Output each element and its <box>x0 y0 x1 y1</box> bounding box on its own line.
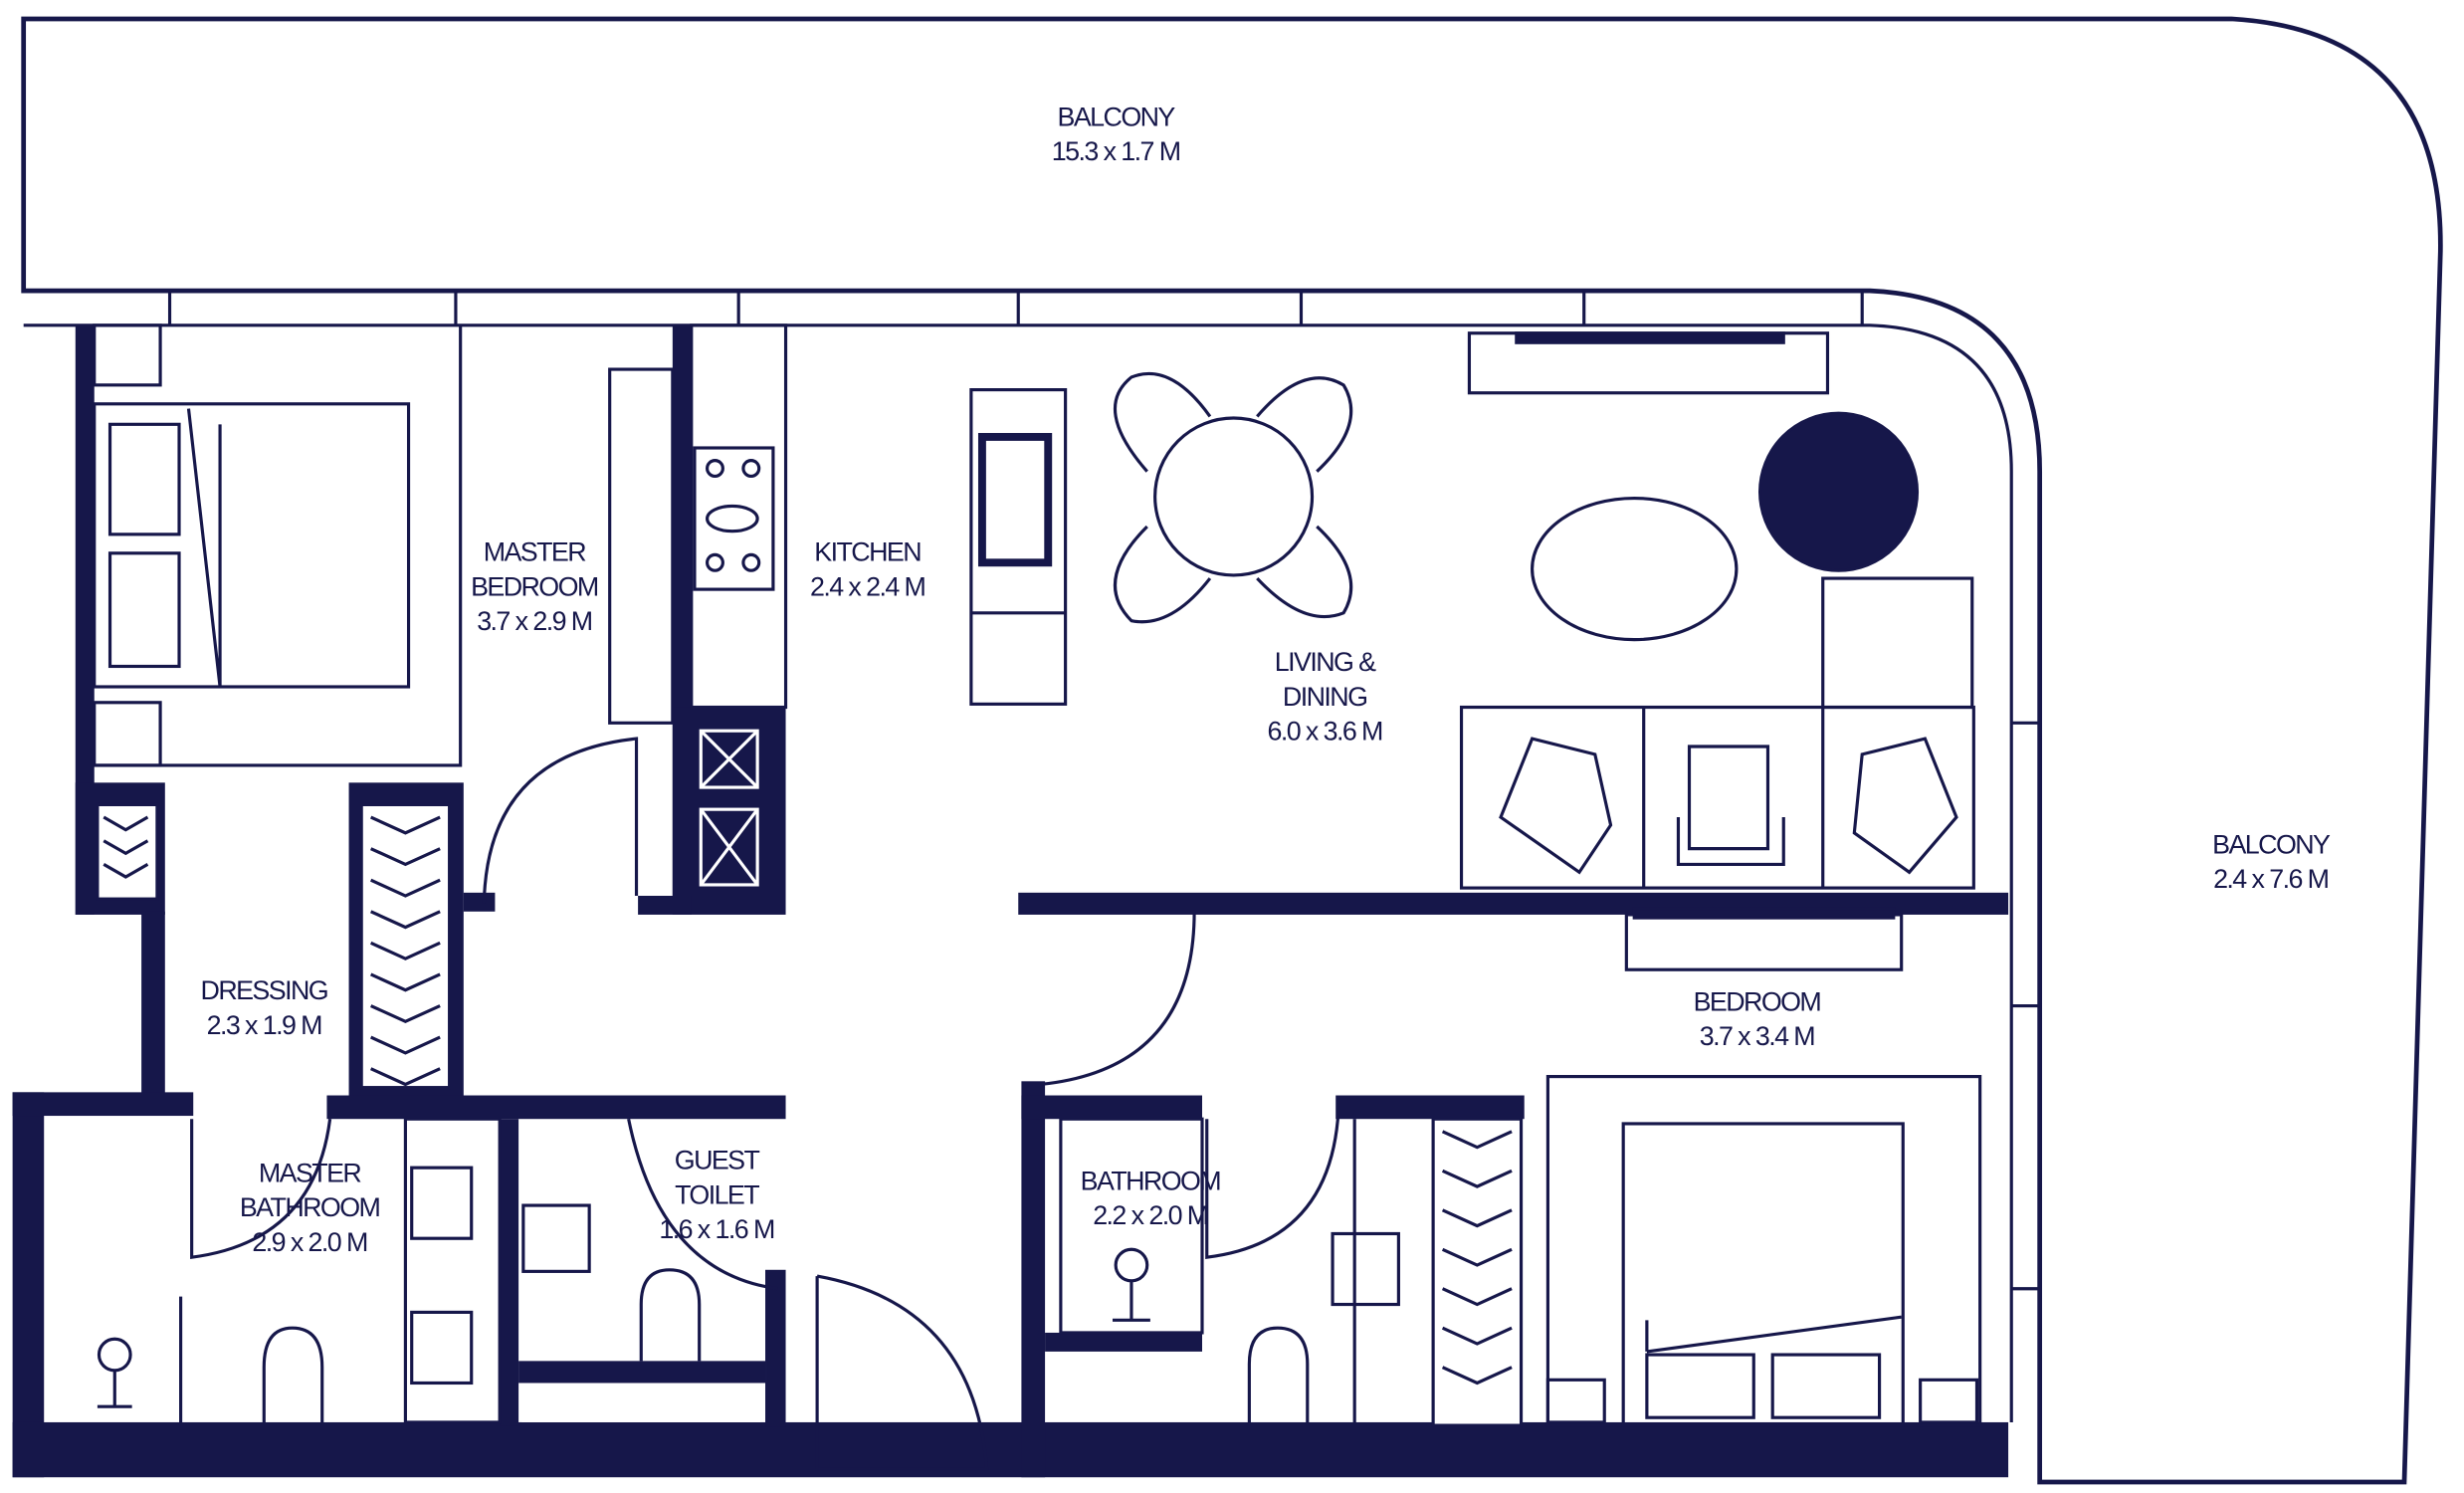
room-size: 3.7 x 2.9 M <box>477 606 592 636</box>
room-name-line2: BEDROOM <box>471 571 598 601</box>
room-size: 2.3 x 1.9 M <box>207 1010 322 1040</box>
room-name: GUEST <box>675 1146 760 1175</box>
room-size: 2.9 x 2.0 M <box>252 1227 367 1257</box>
room-name: BEDROOM <box>1694 986 1821 1016</box>
room-size: 1.6 x 1.6 M <box>659 1214 774 1244</box>
room-size: 3.7 x 3.4 M <box>1700 1021 1815 1051</box>
room-label-kitchen: KITCHEN 2.4 x 2.4 M <box>810 537 926 602</box>
doors <box>190 737 1340 1471</box>
room-size: 2.2 x 2.0 M <box>1093 1200 1208 1230</box>
room-label-living-dining: LIVING & DINING 6.0 x 3.6 M <box>1267 647 1383 746</box>
room-name-line2: BATHROOM <box>240 1192 380 1222</box>
room-name: BATHROOM <box>1081 1166 1221 1195</box>
room-name-line2: TOILET <box>675 1179 759 1209</box>
dining-table <box>1113 371 1353 624</box>
room-name-line2: DINING <box>1283 682 1366 712</box>
room-name: BALCONY <box>2212 829 2331 859</box>
wardrobes <box>96 802 1524 1427</box>
window-mullions <box>167 291 2040 1291</box>
room-label-bathroom: BATHROOM 2.2 x 2.0 M <box>1081 1166 1222 1230</box>
room-name: LIVING & <box>1275 647 1376 677</box>
room-label-master-bathroom: MASTER BATHROOM 2.9 x 2.0 M <box>240 1158 381 1257</box>
room-size: 6.0 x 3.6 M <box>1267 717 1382 746</box>
room-label-balcony-top: BALCONY 15.3 x 1.7 M <box>1052 102 1182 166</box>
room-size: 15.3 x 1.7 M <box>1052 136 1180 166</box>
window-line <box>23 323 2013 1422</box>
room-size: 2.4 x 7.6 M <box>2213 864 2329 894</box>
bedroom-bed <box>1545 1075 1982 1427</box>
room-name: MASTER <box>484 537 587 567</box>
kitchen-counter <box>690 323 1068 887</box>
bathroom-fixtures <box>97 1117 1400 1424</box>
balcony-outline <box>21 16 2443 1485</box>
room-label-guest-toilet: GUEST TOILET 1.6 x 1.6 M <box>659 1146 775 1244</box>
room-label-balcony-right: BALCONY 2.4 x 7.6 M <box>2212 829 2332 894</box>
room-name: MASTER <box>259 1158 362 1187</box>
room-label-bedroom: BEDROOM 3.7 x 3.4 M <box>1694 986 1822 1051</box>
room-name: BALCONY <box>1058 102 1176 131</box>
room-name: KITCHEN <box>814 537 921 567</box>
room-name: DRESSING <box>201 975 328 1005</box>
room-label-dressing: DRESSING 2.3 x 1.9 M <box>201 975 329 1040</box>
living-furniture <box>1459 331 1975 971</box>
walls <box>12 324 2009 1478</box>
room-size: 2.4 x 2.4 M <box>810 571 925 601</box>
room-label-master-bedroom: MASTER BEDROOM 3.7 x 2.9 M <box>471 537 599 636</box>
master-bed <box>93 323 675 767</box>
